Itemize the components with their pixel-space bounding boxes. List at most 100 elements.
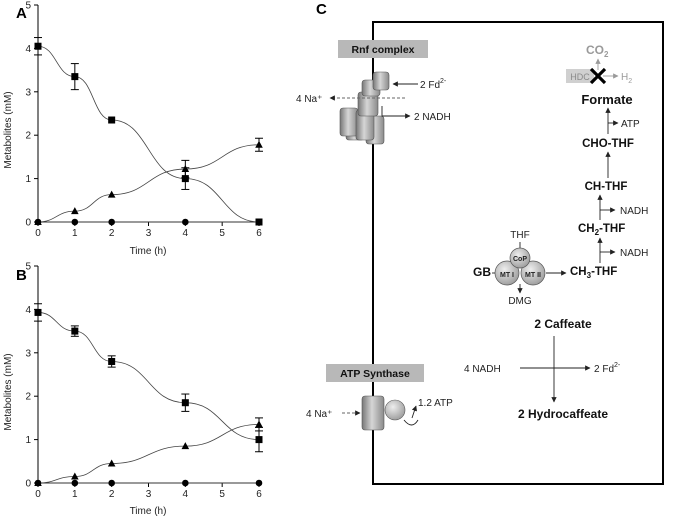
x-tick-label: 1 xyxy=(72,228,78,239)
triangle-point xyxy=(107,190,116,198)
y-tick-label: 1 xyxy=(25,174,31,185)
dmg-label: DMG xyxy=(508,296,532,307)
x-tick-label: 3 xyxy=(146,489,152,500)
ch-thf-label: CH-THF xyxy=(585,181,628,193)
cell-membrane xyxy=(372,21,664,485)
triangle-point xyxy=(181,165,190,173)
square-point xyxy=(108,116,116,124)
rnf-fd-label: 2 Fd2- xyxy=(420,78,447,91)
rnf-title: Rnf complex xyxy=(351,44,414,56)
ch3-thf-label: CH3-THF xyxy=(570,266,617,280)
hdc-label: HDC xyxy=(570,72,590,82)
nadh1-label: NADH xyxy=(620,206,648,217)
square-point xyxy=(71,327,79,335)
rnf-title-box xyxy=(338,40,428,58)
mt1-label: MT I xyxy=(500,272,514,279)
h2-label: H2 xyxy=(621,72,632,85)
y-tick-label: 4 xyxy=(25,305,31,316)
atp-product-label: 1.2 ATP xyxy=(418,398,453,409)
y-tick-label: 0 xyxy=(25,218,31,229)
atp-fo-unit xyxy=(361,395,385,431)
y-tick-label: 5 xyxy=(25,262,31,273)
square-point xyxy=(34,308,42,316)
panel-b-label: B xyxy=(16,267,27,284)
circle-point xyxy=(255,479,263,487)
caffeate-nadh-label: 4 NADH xyxy=(464,364,501,375)
x-tick-label: 5 xyxy=(219,489,225,500)
x-tick-label: 5 xyxy=(219,228,225,239)
circle-point xyxy=(108,218,115,226)
caffeate-fd-label: 2 Fd2- xyxy=(594,362,621,375)
blocked-cross-icon xyxy=(589,67,607,85)
atp-product-arrow xyxy=(411,405,418,419)
cop-unit xyxy=(509,247,531,269)
chart-a-xlabel: Time (h) xyxy=(130,246,167,257)
atp-title-box xyxy=(326,364,424,382)
atp-rotation xyxy=(403,419,419,426)
atp-f1-unit xyxy=(384,399,406,421)
x-tick-label: 6 xyxy=(256,228,262,239)
panel-a-label: A xyxy=(16,5,27,22)
x-tick-label: 0 xyxy=(35,228,41,239)
atp-title: ATP Synthase xyxy=(340,368,410,380)
x-tick-label: 4 xyxy=(183,489,189,500)
x-tick-label: 2 xyxy=(109,228,115,239)
chart-b-ylabel: Metabolites (mM) xyxy=(3,353,14,430)
thf-pathway: Formate ATP CHO-THF CH-THF NADH CH2-THF … xyxy=(570,92,648,280)
square-series-line xyxy=(37,312,260,440)
triangle-point xyxy=(71,207,79,215)
y-tick-label: 5 xyxy=(25,1,31,12)
triangle-point xyxy=(107,459,116,467)
circle-point xyxy=(255,218,263,226)
caffeate-reduction: 2 Caffeate 4 NADH 2 Fd2- 2 Hydrocaffeate xyxy=(464,317,621,421)
y-tick-label: 3 xyxy=(25,348,31,359)
ch2-thf-label: CH2-THF xyxy=(578,223,625,237)
y-tick-label: 0 xyxy=(25,479,31,490)
y-tick-label: 3 xyxy=(25,87,31,98)
triangle-point xyxy=(255,420,263,428)
x-tick-label: 3 xyxy=(146,228,152,239)
y-tick-label: 2 xyxy=(25,131,31,142)
nadh2-label: NADH xyxy=(620,248,648,259)
diagram-c: C Rnf complex 2 Fd2- 4 Na⁺ 2 NADH ATP Sy… xyxy=(296,1,664,485)
circle-point xyxy=(71,479,79,487)
rnf-nadh-arrow xyxy=(381,106,411,119)
x-tick-label: 1 xyxy=(72,489,78,500)
x-tick-label: 0 xyxy=(35,489,41,500)
square-point xyxy=(255,436,263,444)
circle-point xyxy=(182,479,189,487)
triangle-point xyxy=(181,442,190,450)
triangle-point xyxy=(71,472,79,480)
cop-label: CoP xyxy=(513,256,527,263)
atp-na-label: 4 Na⁺ xyxy=(306,409,332,420)
circle-point xyxy=(71,218,79,226)
circle-point xyxy=(182,218,189,226)
gb-label: GB xyxy=(473,265,491,279)
pathway-atp-label: ATP xyxy=(621,119,640,130)
y-tick-label: 2 xyxy=(25,392,31,403)
y-tick-label: 4 xyxy=(25,44,31,55)
formate-label: Formate xyxy=(581,92,632,107)
square-point xyxy=(108,357,116,365)
caffeate-label: 2 Caffeate xyxy=(534,317,592,331)
methyltransferase-complex: THF CoP MT I MT II GB DMG xyxy=(473,230,567,307)
triangle-series-line xyxy=(37,144,260,223)
square-point xyxy=(181,399,189,407)
rnf-na-label: 4 Na⁺ xyxy=(296,94,322,105)
rnf-complex: Rnf complex 2 Fd2- 4 Na⁺ 2 NADH xyxy=(296,40,451,145)
mt2-unit xyxy=(520,260,546,286)
cho-thf-label: CHO-THF xyxy=(582,138,634,150)
square-point xyxy=(71,73,79,81)
circle-point xyxy=(108,479,115,487)
rnf-subunit xyxy=(372,71,390,91)
atp-synthase: ATP Synthase 4 Na⁺ 1.2 ATP xyxy=(306,364,453,431)
triangle-point xyxy=(255,140,263,148)
x-tick-label: 4 xyxy=(183,228,189,239)
thf-label: THF xyxy=(510,230,529,241)
x-tick-label: 2 xyxy=(109,489,115,500)
triangle-series-line xyxy=(37,424,260,484)
x-tick-label: 6 xyxy=(256,489,262,500)
